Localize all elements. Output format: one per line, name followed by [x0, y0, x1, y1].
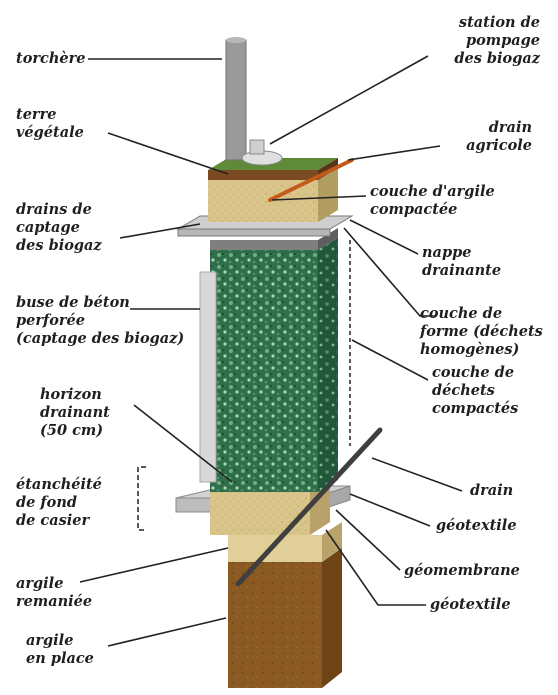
buse-beton-pipe [200, 272, 216, 482]
label-couche-forme: couche de forme (déchets homogènes) [420, 305, 543, 359]
dechets-compactes-side [318, 238, 338, 492]
etancheite-bracket [138, 467, 146, 530]
torchere-top [226, 37, 246, 43]
leader-argile-en-place [108, 618, 226, 646]
torchere-chimney [226, 40, 246, 160]
leader-terre [108, 133, 228, 174]
couche-de-forme-layer [210, 240, 318, 250]
terre-vegetale-layer [208, 170, 318, 180]
argile-remaniee-layer [228, 535, 322, 562]
label-argile-en-place: argile en place [26, 632, 94, 668]
label-station-pompage: station de pompage des biogaz [400, 14, 540, 68]
dechets-compactes-layer [210, 250, 318, 492]
label-drain: drain [470, 482, 513, 500]
leader-nappe [350, 220, 418, 254]
label-terre-vegetale: terre végétale [16, 106, 84, 142]
label-etancheite: étanchéité de fond de casier [16, 476, 102, 530]
label-buse-beton: buse de béton perforée (captage des biog… [16, 294, 184, 348]
station-pompage [242, 140, 282, 165]
landfill-column [138, 37, 380, 688]
label-geomembrane: géomembrane [404, 562, 520, 580]
horizon-drainant-layer [210, 492, 310, 535]
label-horizon-drainant: horizon drainant (50 cm) [40, 386, 110, 440]
label-couche-dechets: couche de déchets compactés [432, 364, 518, 418]
leader-geotextile-1 [350, 494, 430, 526]
leader-geomembrane [336, 510, 400, 570]
argile-en-place-side [322, 548, 342, 688]
label-geotextile-1: géotextile [436, 517, 517, 535]
label-geotextile-2: géotextile [430, 596, 511, 614]
label-nappe-drainante: nappe drainante [422, 244, 501, 280]
label-torchere: torchère [16, 50, 85, 68]
label-drains-captage: drains de captage des biogaz [16, 201, 102, 255]
label-argile-compactee: couche d'argile compactée [370, 183, 495, 219]
leader-drain [372, 458, 462, 491]
leader-dechets [352, 340, 428, 380]
leader-argile-remaniee [80, 548, 228, 582]
label-drain-agricole: drain agricole [400, 119, 532, 155]
label-argile-remaniee: argile remaniée [16, 575, 92, 611]
nappe-drainante-front [178, 229, 330, 236]
